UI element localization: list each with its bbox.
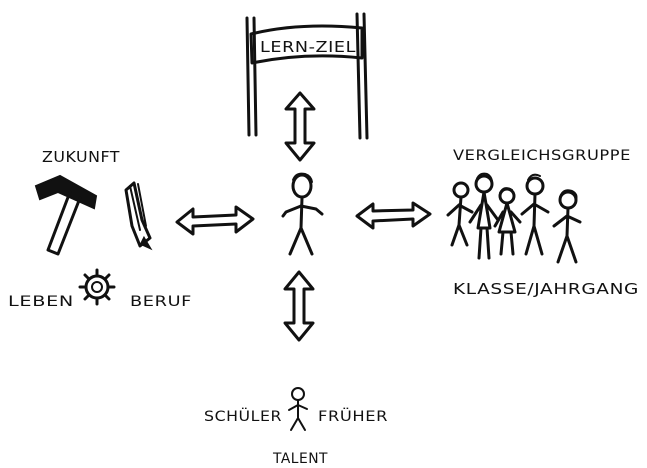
peer-figure bbox=[446, 181, 474, 247]
past-self-figure bbox=[288, 387, 308, 431]
goal-banner-label: LERN-ZIEL bbox=[260, 38, 356, 56]
past-left-label: SCHÜLER bbox=[204, 407, 282, 425]
gear-icon bbox=[78, 268, 116, 306]
future-heading: ZUKUNFT bbox=[42, 148, 120, 166]
arrow-student-talent bbox=[283, 270, 315, 342]
past-right-label: FRÜHER bbox=[318, 407, 388, 425]
arrow-goal-student bbox=[284, 91, 316, 162]
peer-figure bbox=[520, 173, 550, 256]
peers-caption: KLASSE/JAHRGANG bbox=[453, 280, 639, 298]
peer-group-figures bbox=[446, 172, 582, 264]
past-caption: TALENT bbox=[272, 451, 328, 467]
goal-banner: LERN-ZIEL bbox=[245, 12, 369, 140]
peer-figure bbox=[493, 187, 522, 256]
arrow-student-peers bbox=[355, 201, 432, 230]
peer-figure bbox=[468, 172, 500, 260]
pencil-icon bbox=[124, 181, 153, 251]
peer-figure bbox=[552, 189, 582, 264]
future-left-label: LEBEN bbox=[8, 294, 74, 310]
hammer-icon bbox=[34, 174, 98, 256]
peers-heading: VERGLEICHSGRUPPE bbox=[453, 148, 631, 164]
student-figure bbox=[281, 172, 324, 256]
future-right-label: BERUF bbox=[130, 294, 192, 310]
arrow-future-student bbox=[175, 205, 255, 236]
